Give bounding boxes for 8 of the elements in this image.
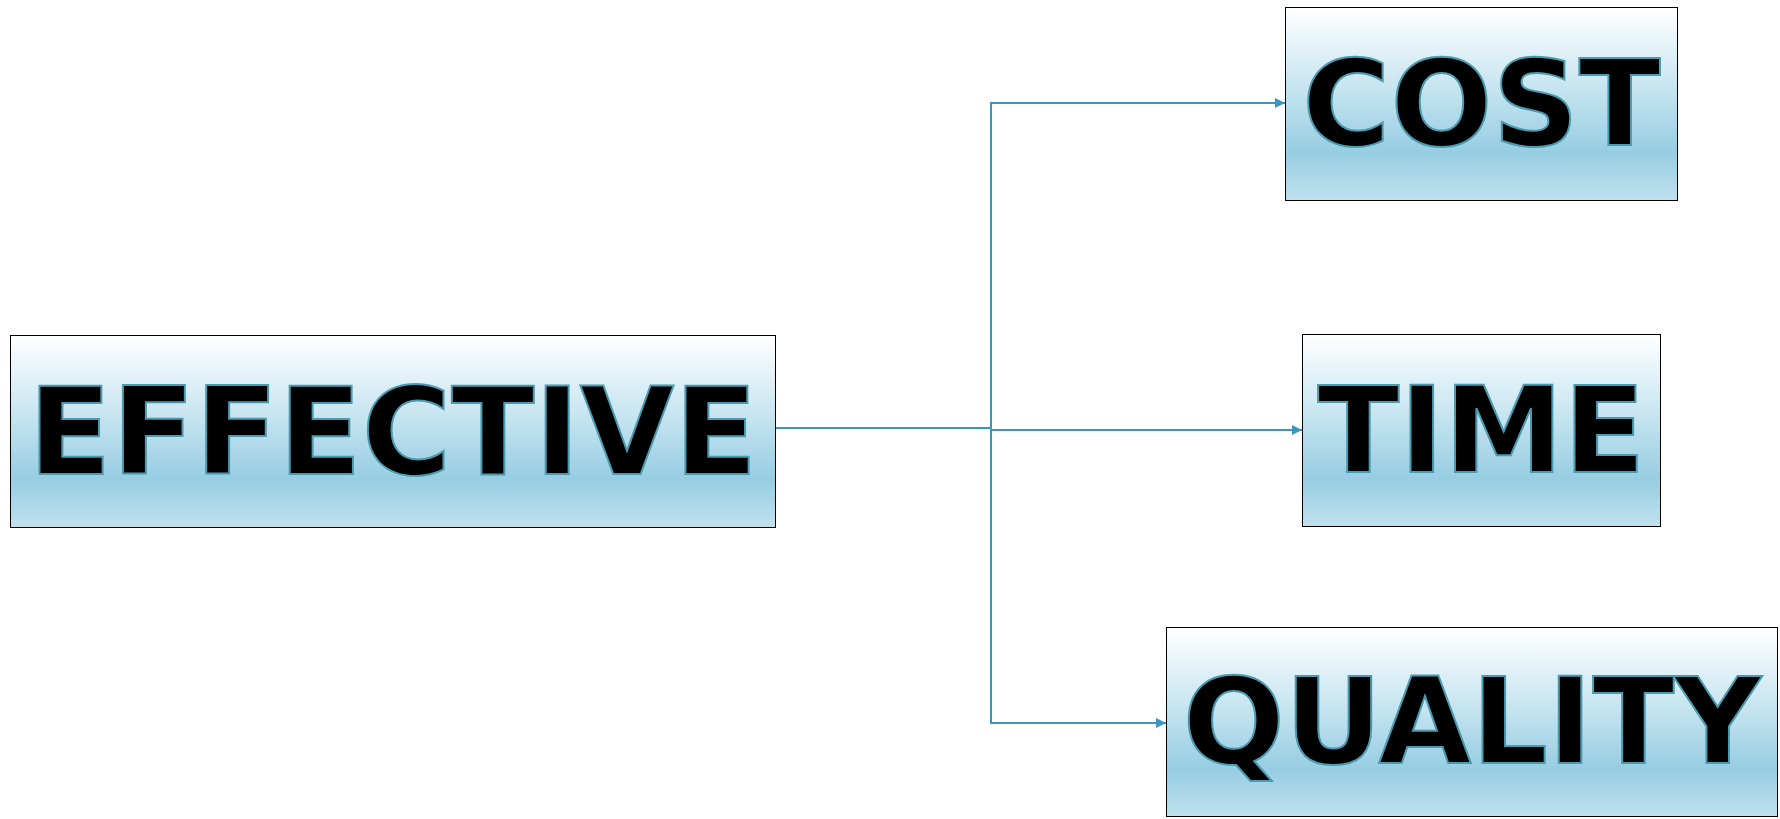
box [1302, 334, 1661, 527]
box [10, 335, 776, 528]
box [1166, 627, 1778, 817]
box-label: TIME [1317, 370, 1646, 491]
box-label: EFFECTIVE [28, 370, 758, 493]
box-label: QUALITY [1182, 662, 1762, 782]
box [1285, 7, 1678, 201]
box-label: COST [1302, 44, 1661, 164]
